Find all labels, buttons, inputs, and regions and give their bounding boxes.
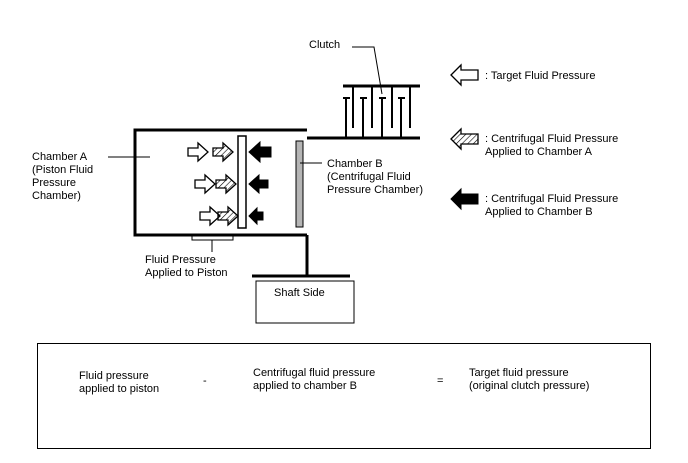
legend: : Target Fluid Pressure : Centrifugal Fl… (450, 63, 618, 218)
equation-equals: = (437, 375, 444, 387)
legend-target-label: : Target Fluid Pressure (485, 70, 595, 82)
clutch-leader (352, 46, 383, 95)
solid-arrow-icon (248, 140, 272, 164)
chamber-a-housing (133, 128, 307, 237)
equation-result: Target fluid pressure (original clutch p… (469, 367, 590, 392)
piston-plate (237, 135, 247, 229)
equation-term1: Fluid pressure applied to piston (79, 370, 160, 395)
outline-arrow-icon (199, 206, 221, 226)
clutch-pack (343, 84, 420, 138)
shaft-stem (252, 235, 350, 278)
chamber-b-plate (295, 140, 304, 228)
clutch-label: Clutch (309, 39, 340, 51)
shaft-side-box (255, 280, 355, 324)
hatched-arrow-icon (217, 206, 239, 226)
outline-arrow-icon (450, 63, 479, 87)
fluid-pressure-bracket (191, 236, 234, 241)
outline-arrow-icon (194, 174, 216, 194)
solid-arrow-icon (248, 206, 264, 226)
solid-arrow-icon (450, 187, 479, 211)
equation-term2: Centrifugal fluid pressure applied to ch… (253, 367, 376, 392)
equation-box: Fluid pressure applied to piston - Centr… (37, 343, 651, 449)
hatched-arrow-icon (450, 127, 479, 151)
chamber-b-centrifugal-arrows (248, 140, 272, 226)
outline-arrow-icon (187, 142, 209, 162)
shaft-side-label: Shaft Side (274, 287, 325, 299)
hatched-arrow-icon (215, 174, 237, 194)
solid-arrow-icon (248, 173, 269, 195)
hatched-arrow-icon (212, 142, 234, 162)
equation-minus: - (203, 375, 207, 387)
